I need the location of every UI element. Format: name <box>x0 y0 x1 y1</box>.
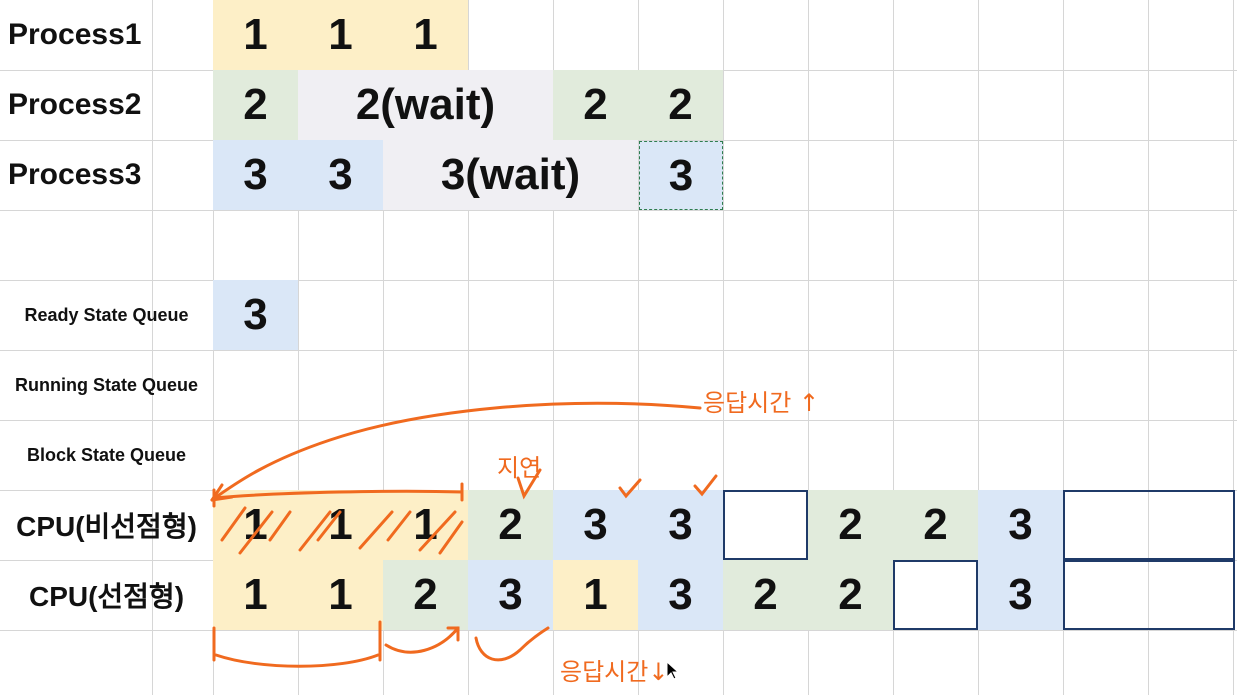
process3-cell: 3 <box>213 140 298 210</box>
cpu-nonpreemptive-cell: 2 <box>808 490 893 560</box>
cpu-preemptive-cell: 1 <box>553 560 638 630</box>
process1-cell: 1 <box>213 0 298 70</box>
annotation-response-time-up: 응답시간 ↑ <box>703 389 820 417</box>
row-label-ready-queue: Ready State Queue <box>24 304 189 325</box>
process3-cell: 3 <box>298 140 383 210</box>
cpu-nonpreemptive-idle-cell <box>723 490 808 560</box>
cpu-nonpreemptive-cell: 2 <box>468 490 553 560</box>
cpu-nonpreemptive-cell: 3 <box>553 490 638 560</box>
ready-queue-cell: 3 <box>213 280 298 350</box>
cpu-preemptive-cell: 1 <box>213 560 298 630</box>
cpu-preemptive-cell: 3 <box>978 560 1063 630</box>
row-label-block-queue: Block State Queue <box>26 444 187 465</box>
cpu-preemptive-cell: 2 <box>383 560 468 630</box>
process3-wait-cell: 3(wait) <box>383 140 638 210</box>
cpu-nonpreemptive-idle-cell <box>1063 490 1235 560</box>
row-label-process1: Process1 <box>8 18 142 51</box>
process2-wait-cell: 2(wait) <box>298 70 553 140</box>
annotation-delay: 지연 <box>497 454 542 482</box>
row-label-process3: Process3 <box>8 158 142 191</box>
row-label-cpu-nonpreemptive: CPU(비선점형) <box>16 511 197 542</box>
cpu-preemptive-idle-cell <box>893 560 978 630</box>
cpu-nonpreemptive-cell: 1 <box>383 490 468 560</box>
cpu-nonpreemptive-cell: 2 <box>893 490 978 560</box>
annotation-response-time-down: 응답시간↓ <box>560 658 669 686</box>
cpu-preemptive-idle-cell <box>1063 560 1235 630</box>
cpu-nonpreemptive-cell: 1 <box>213 490 298 560</box>
row-label-running-queue: Running State Queue <box>14 374 198 395</box>
process1-cell: 1 <box>298 0 383 70</box>
process2-cell: 2 <box>553 70 638 140</box>
cpu-nonpreemptive-cell: 3 <box>978 490 1063 560</box>
cpu-preemptive-cell: 2 <box>723 560 808 630</box>
cpu-preemptive-cell: 2 <box>808 560 893 630</box>
process2-cell: 2 <box>638 70 723 140</box>
process3-cell-selected[interactable]: 3 <box>639 141 723 210</box>
row-label-process2: Process2 <box>8 88 142 121</box>
cpu-preemptive-cell: 3 <box>468 560 553 630</box>
cpu-preemptive-cell: 1 <box>298 560 383 630</box>
process2-cell: 2 <box>213 70 298 140</box>
cpu-nonpreemptive-cell: 3 <box>638 490 723 560</box>
cpu-preemptive-cell: 3 <box>638 560 723 630</box>
row-label-cpu-preemptive: CPU(선점형) <box>28 581 185 612</box>
cpu-nonpreemptive-cell: 1 <box>298 490 383 560</box>
process1-cell: 1 <box>383 0 468 70</box>
